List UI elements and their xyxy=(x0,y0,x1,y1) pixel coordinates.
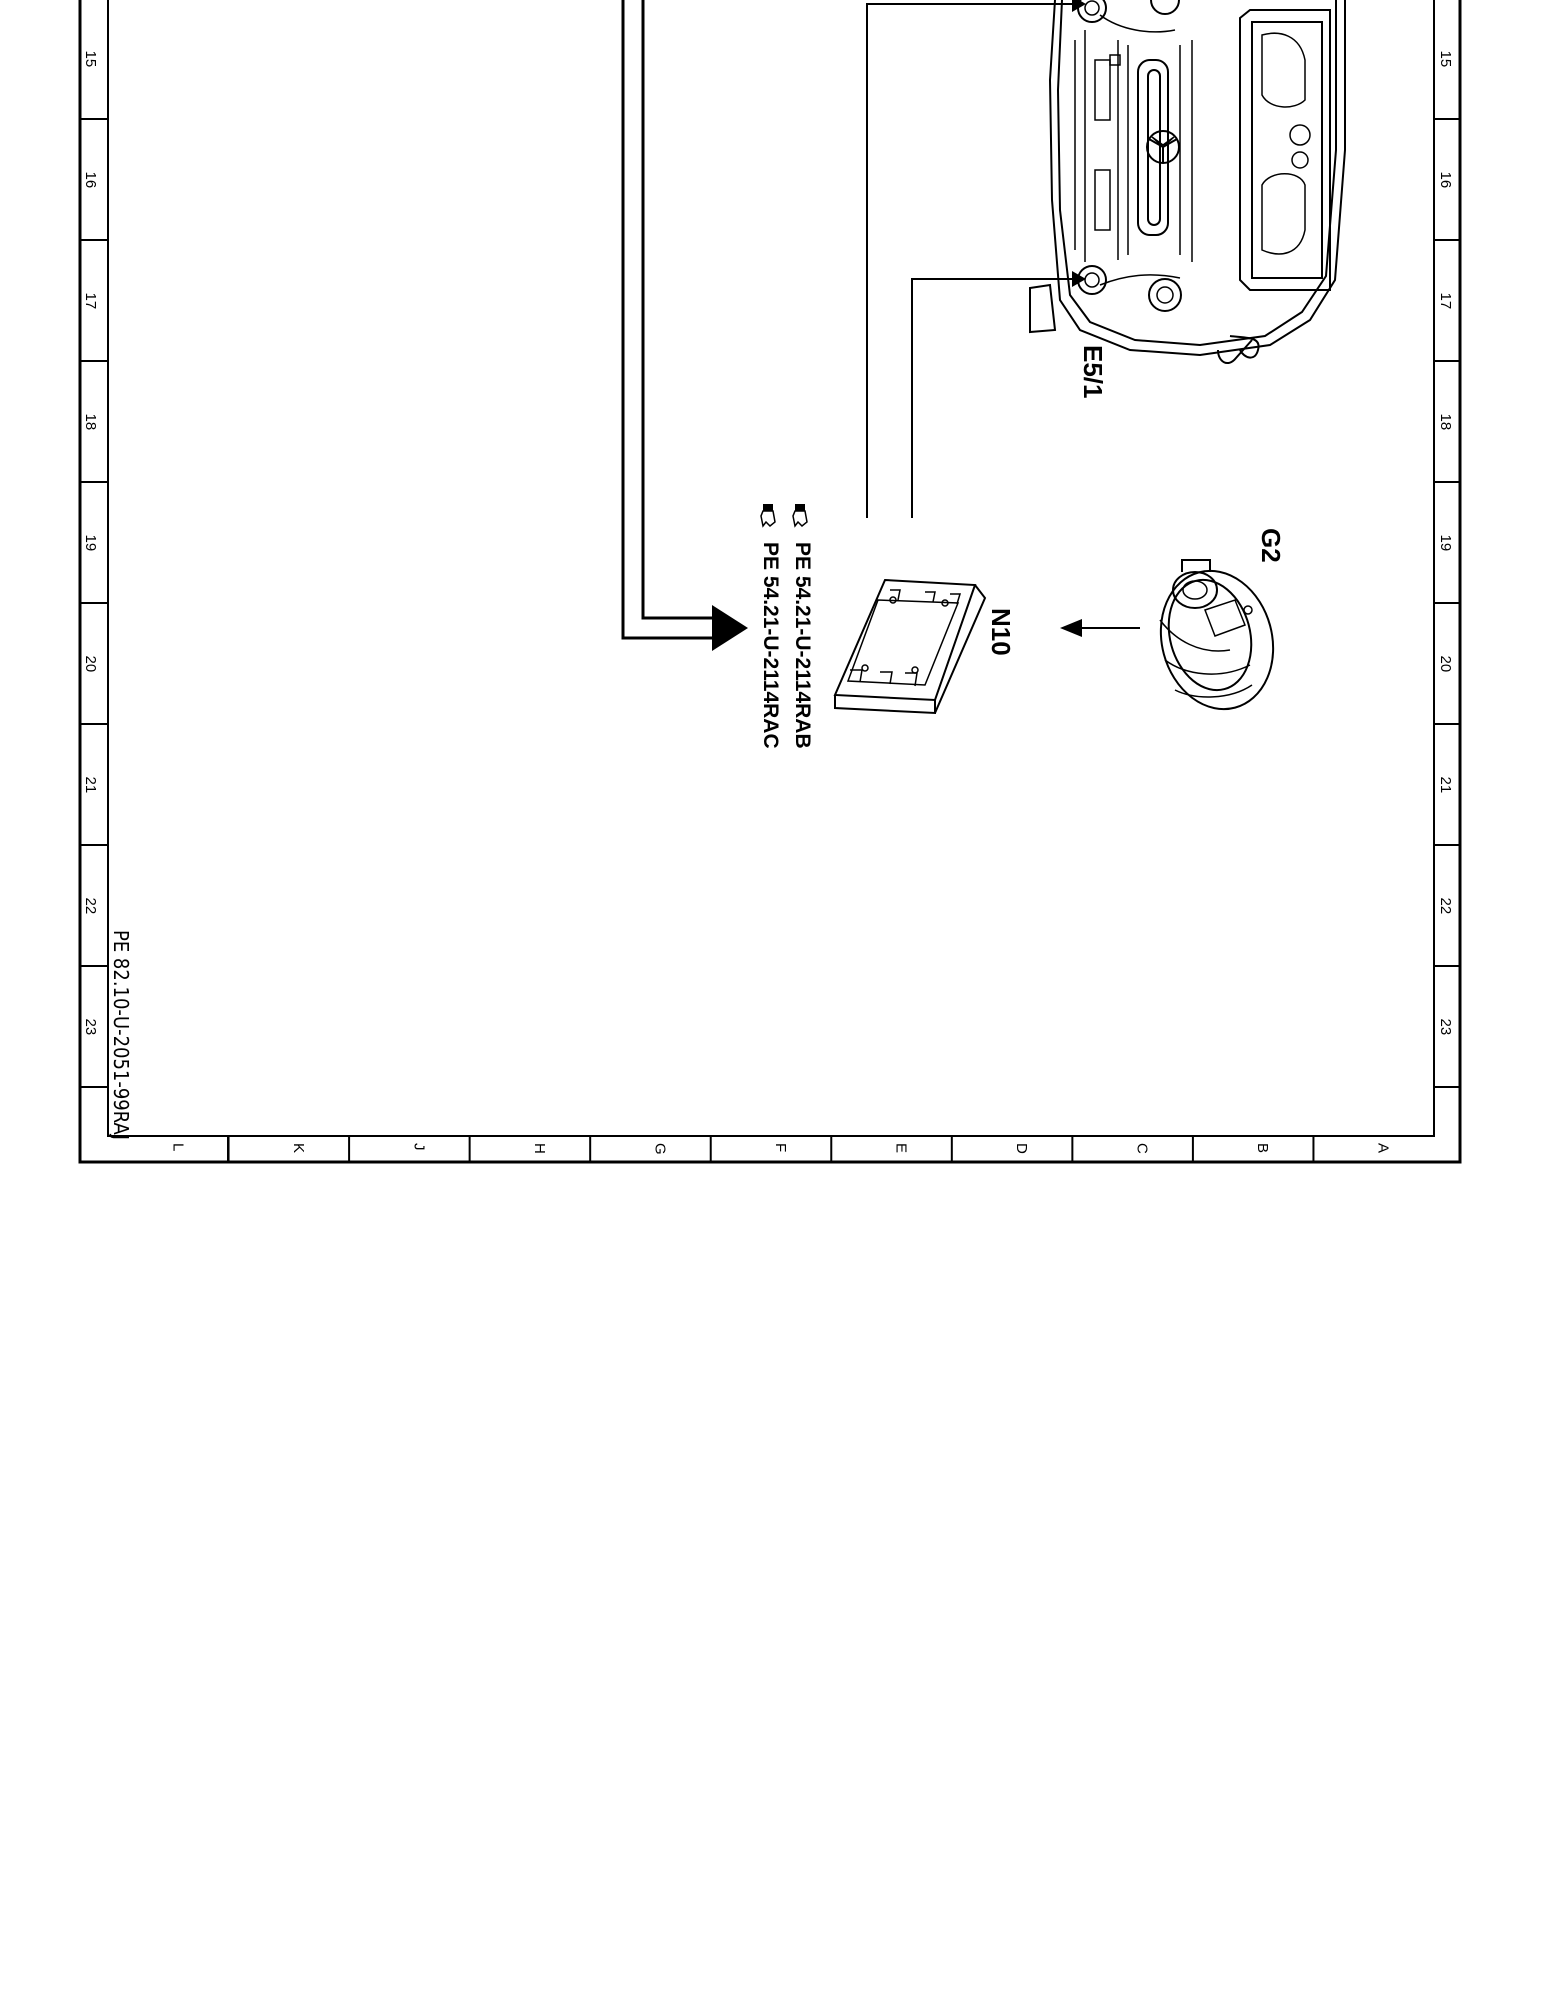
column-label: L xyxy=(169,1143,186,1151)
column-label: E xyxy=(893,1143,910,1153)
column-label: F xyxy=(772,1143,789,1152)
document-reference: PE 82.10-U-2051-99RAJ xyxy=(109,930,133,1140)
arrow-g2-to-n10 xyxy=(1060,619,1140,637)
signal-wires-e5-1 xyxy=(866,0,1086,518)
row-label: 21 xyxy=(82,777,99,794)
column-label: C xyxy=(1134,1143,1151,1154)
column-label: D xyxy=(1013,1143,1030,1154)
reference-list: PE 54.21-U-2114RAB PE 54.21-U-2114RAC xyxy=(759,504,814,749)
svg-text:PE 54.21-U-2114RAC: PE 54.21-U-2114RAC xyxy=(759,542,782,749)
reference-item[interactable]: PE 54.21-U-2114RAC xyxy=(759,504,782,749)
alternator-g2 xyxy=(1159,559,1275,711)
column-label: A xyxy=(1375,1143,1392,1153)
right-ruler: 15 16 17 18 19 20 21 22 23 xyxy=(1434,51,1460,1088)
vehicle-front-view xyxy=(1029,0,1346,365)
row-label: 18 xyxy=(82,414,99,431)
component-label-n10: N10 xyxy=(986,608,1016,656)
left-ruler: 15 16 17 18 19 20 21 22 23 xyxy=(80,51,108,1088)
component-label-e5-1: E5/1 xyxy=(1078,345,1108,399)
mercedes-star-icon xyxy=(1146,130,1180,164)
row-label: 17 xyxy=(1437,293,1454,310)
column-label: B xyxy=(1254,1143,1271,1153)
row-label: 19 xyxy=(82,535,99,552)
row-label: 16 xyxy=(82,172,99,189)
row-label: 15 xyxy=(1437,51,1454,68)
column-label: G xyxy=(651,1143,668,1155)
harness-wire-to-n10 xyxy=(621,0,748,651)
column-label: H xyxy=(531,1143,548,1154)
column-label: K xyxy=(290,1143,307,1153)
row-label: 23 xyxy=(1437,1019,1454,1036)
row-label: 23 xyxy=(82,1019,99,1036)
row-label: 20 xyxy=(82,656,99,673)
arrow-head-icon xyxy=(1060,619,1082,637)
hand-pointer-icon xyxy=(792,504,808,528)
control-unit-n10 xyxy=(833,578,987,715)
column-label: J xyxy=(410,1143,427,1151)
row-label: 22 xyxy=(1437,898,1454,915)
row-label: 18 xyxy=(1437,414,1454,431)
drawing-frame: 15 16 17 18 19 20 21 22 23 15 16 17 18 19 20 21 22 23 L K… xyxy=(78,0,1462,1164)
hand-pointer-icon xyxy=(760,504,776,528)
reference-item[interactable]: PE 54.21-U-2114RAB xyxy=(791,504,814,749)
svg-text:PE 54.21-U-2114RAB: PE 54.21-U-2114RAB xyxy=(791,542,814,749)
row-label: 17 xyxy=(82,293,99,310)
row-label: 20 xyxy=(1437,656,1454,673)
component-label-g2: G2 xyxy=(1256,528,1286,563)
arrow-head-icon xyxy=(712,605,748,651)
row-label: 19 xyxy=(1437,535,1454,552)
row-label: 22 xyxy=(82,898,99,915)
row-label: 15 xyxy=(82,51,99,68)
row-label: 16 xyxy=(1437,172,1454,189)
row-label: 21 xyxy=(1437,777,1454,794)
